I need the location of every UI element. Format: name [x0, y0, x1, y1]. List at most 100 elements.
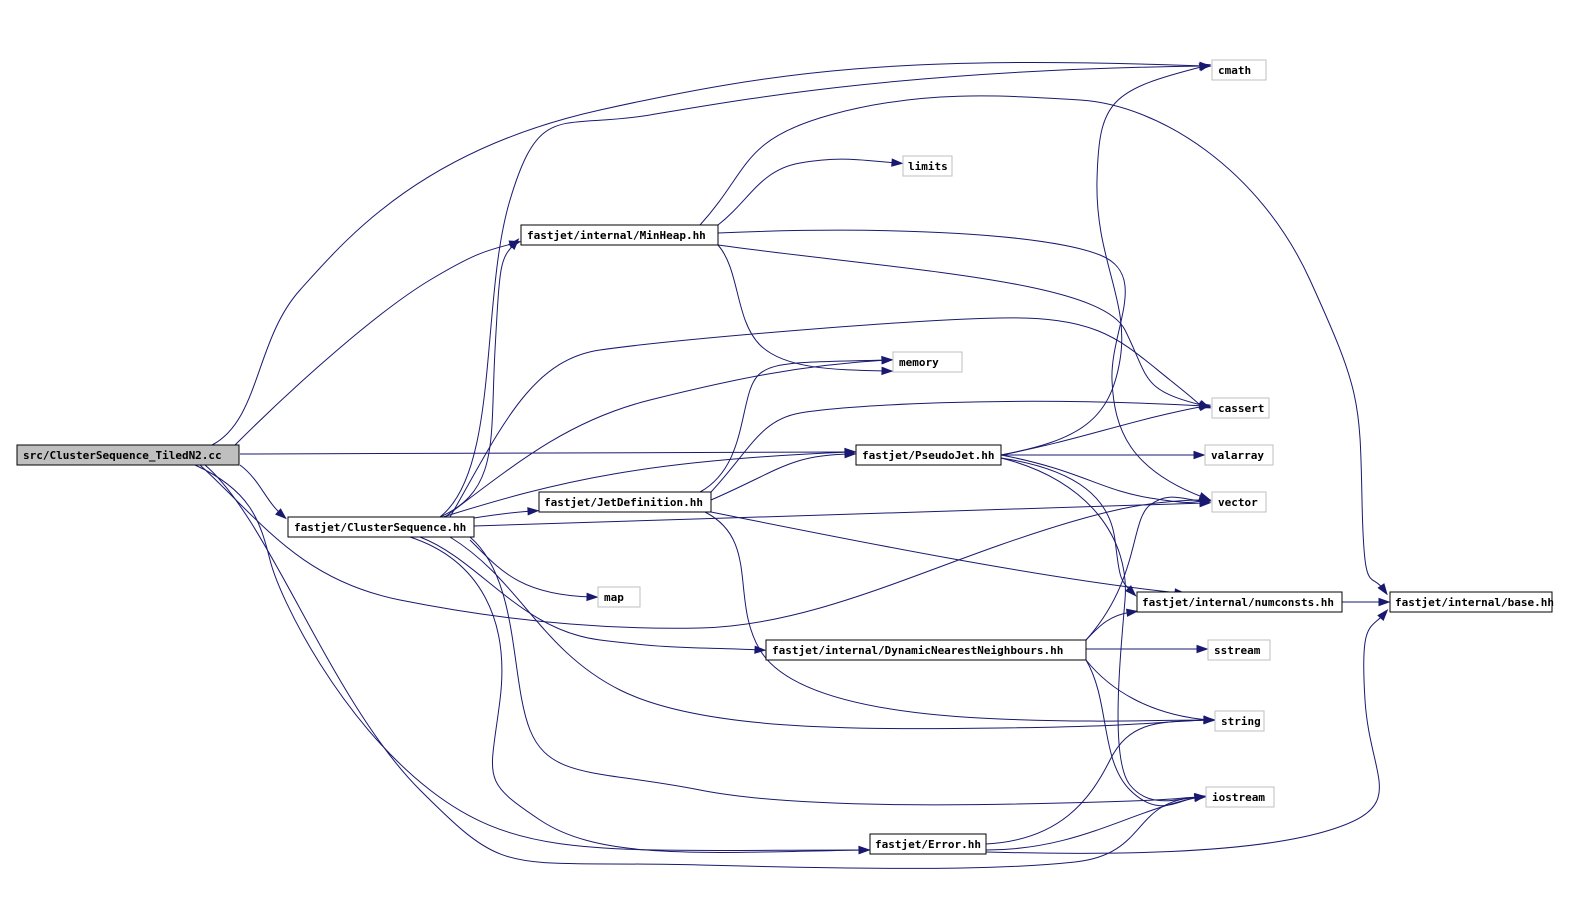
node-box	[1389, 591, 1553, 613]
arrowhead-cs-to-jetdef	[527, 507, 540, 516]
node-box	[597, 586, 641, 608]
node-limits[interactable]: limits	[902, 155, 953, 177]
node-dynamic-nearest-neighbours[interactable]: fastjet/internal/DynamicNearestNeighbour…	[765, 639, 1087, 661]
edge-error-to-base	[985, 613, 1385, 854]
edge-cs-to-error	[409, 536, 865, 853]
arrowhead-numconsts-to-base	[1378, 597, 1391, 607]
node-label: fastjet/Error.hh	[875, 838, 981, 851]
edge-minheap-to-vector	[717, 229, 1206, 499]
node-label: src/ClusterSequence_TiledN2.cc	[23, 449, 222, 462]
node-label: iostream	[1212, 791, 1265, 804]
edge-pseudojet-to-cassert	[1000, 405, 1206, 456]
node-memory[interactable]: memory	[892, 351, 963, 373]
arrowhead-cs-to-map	[586, 592, 599, 602]
node-label: fastjet/PseudoJet.hh	[862, 449, 994, 462]
edge-root-to-pseudojet	[239, 451, 851, 455]
edge-jetdef-to-string	[704, 511, 1210, 722]
edge-minheap-to-cassert	[717, 244, 1206, 407]
node-cmath[interactable]: cmath	[1211, 59, 1267, 81]
node-minheap[interactable]: fastjet/internal/MinHeap.hh	[520, 224, 719, 246]
arrowhead-minheap-to-base	[1377, 583, 1388, 596]
node-label: vector	[1218, 496, 1258, 509]
node-label: fastjet/ClusterSequence.hh	[294, 521, 466, 534]
node-cassert[interactable]: cassert	[1211, 397, 1270, 419]
node-box	[1211, 491, 1267, 513]
arrowhead-root-to-cs	[275, 508, 287, 520]
node-box	[1204, 444, 1274, 466]
node-label: fastjet/internal/DynamicNearestNeighbour…	[772, 644, 1063, 657]
node-label: cmath	[1218, 64, 1251, 77]
node-valarray[interactable]: valarray	[1204, 444, 1274, 466]
edge-cs-to-vector	[473, 502, 1206, 527]
node-box	[16, 444, 240, 466]
edge-pseudojet-to-vector	[1000, 454, 1206, 504]
edge-cs-to-cmath	[439, 65, 1206, 518]
arrowhead-pseudojet-to-valarray	[1193, 450, 1206, 460]
edge-cs-to-cassert	[449, 317, 1206, 518]
edge-pseudojet-to-cmath	[1000, 65, 1206, 456]
arrowhead-dnn-to-numconsts	[1126, 608, 1139, 617]
edge-dnn-to-string	[1085, 659, 1210, 721]
node-box	[1205, 786, 1275, 808]
edge-cs-to-string	[449, 536, 1210, 730]
node-root[interactable]: src/ClusterSequence_TiledN2.cc	[16, 444, 240, 466]
edge-cs-to-minheap	[439, 242, 516, 518]
node-iostream[interactable]: iostream	[1205, 786, 1275, 808]
arrowhead-error-to-string	[1203, 716, 1216, 725]
edge-jetdef-to-pseudojet	[710, 453, 851, 501]
edge-error-to-string	[985, 719, 1210, 845]
edge-root-to-minheap	[234, 242, 516, 446]
edge-pseudojet-to-iostream	[1000, 457, 1201, 802]
node-label: string	[1221, 715, 1261, 728]
arrowhead-dnn-to-sstream	[1196, 644, 1209, 654]
edge-cs-to-memory	[444, 359, 888, 518]
node-box	[1211, 397, 1270, 419]
node-numconsts[interactable]: fastjet/internal/numconsts.hh	[1136, 591, 1343, 613]
node-base[interactable]: fastjet/internal/base.hh	[1389, 591, 1554, 613]
edge-dnn-to-iostream	[1085, 659, 1201, 807]
node-label: map	[604, 591, 624, 604]
edge-cs-to-map	[469, 539, 593, 598]
edge-root-to-vector	[199, 464, 1206, 629]
node-box	[1207, 639, 1271, 661]
edge-error-to-iostream	[985, 796, 1201, 851]
node-label: fastjet/internal/MinHeap.hh	[527, 229, 706, 242]
node-box	[892, 351, 963, 373]
edge-jetdef-to-cassert	[710, 400, 1206, 493]
node-box	[902, 155, 953, 177]
arrowhead-error-to-iostream	[1193, 793, 1207, 803]
node-label: cassert	[1218, 402, 1264, 415]
node-label: fastjet/internal/numconsts.hh	[1142, 596, 1334, 609]
edge-root-to-error	[194, 464, 865, 851]
edge-cs-to-dnn	[419, 536, 761, 651]
node-box	[538, 491, 712, 513]
node-box	[287, 516, 475, 538]
node-error[interactable]: fastjet/Error.hh	[869, 833, 987, 855]
arrowhead-dnn-to-vector	[1199, 496, 1212, 506]
edge-pseudojet-to-numconsts	[1000, 457, 1133, 593]
arrowhead-pseudojet-to-cassert	[1198, 402, 1212, 412]
node-label: limits	[908, 160, 948, 173]
node-vector[interactable]: vector	[1211, 491, 1267, 513]
node-string[interactable]: string	[1214, 710, 1265, 732]
node-map[interactable]: map	[597, 586, 641, 608]
arrowhead-jetdef-to-memory	[881, 355, 894, 365]
arrowhead-error-to-base	[1377, 609, 1389, 621]
arrowhead-minheap-to-memory	[881, 366, 894, 376]
edge-minheap-to-limits	[717, 158, 898, 226]
node-jet-definition[interactable]: fastjet/JetDefinition.hh	[538, 491, 712, 513]
node-box	[765, 639, 1087, 661]
edge-root-to-cs	[239, 464, 283, 516]
edges-layer	[194, 61, 1391, 869]
node-pseudojet[interactable]: fastjet/PseudoJet.hh	[855, 444, 1002, 466]
node-box	[520, 224, 719, 246]
node-sstream[interactable]: sstream	[1207, 639, 1271, 661]
edge-dnn-to-vector	[1085, 496, 1206, 641]
edge-root-to-cmath	[211, 62, 1206, 446]
edge-jetdef-to-memory	[699, 359, 888, 493]
node-cluster-sequence[interactable]: fastjet/ClusterSequence.hh	[287, 516, 475, 538]
edge-dnn-to-numconsts	[1085, 611, 1133, 641]
edge-minheap-to-memory	[717, 244, 888, 372]
node-label: memory	[899, 356, 939, 369]
